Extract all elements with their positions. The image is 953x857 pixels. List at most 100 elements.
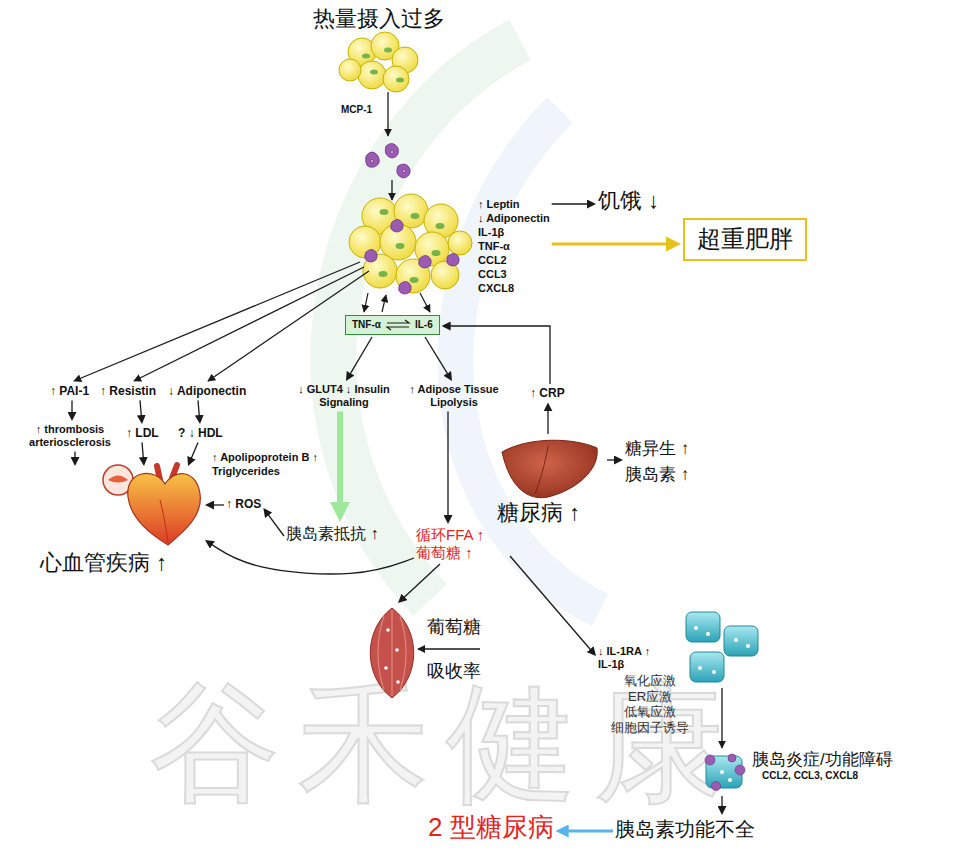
node-text: ↑ CRP: [530, 386, 565, 400]
macrophages: [371, 160, 374, 163]
uptake-arrow: [418, 648, 480, 649]
muscle-illustration: [370, 608, 414, 698]
node-text: 胰岛素抵抗 ↑: [286, 524, 378, 543]
macrophages-in-fat: [365, 219, 459, 294]
macrophages: [366, 143, 410, 178]
equilibrium-arrows: [384, 319, 412, 331]
factor-text: ↓ Adiponectin: [168, 384, 246, 398]
flow-arrow: [552, 243, 671, 246]
macrophages-in-fat: [391, 219, 403, 232]
flow-arrow: [210, 543, 414, 573]
islet-cells: [694, 626, 698, 630]
islet-arrow: [721, 688, 722, 748]
effect-text: ↓ IL-1RA ↑ IL-1β: [598, 645, 653, 671]
node-text: 饥饿 ↓: [598, 188, 659, 214]
inflamed-islet: [705, 754, 745, 791]
flow-arrow: [565, 830, 613, 833]
text-holder: 胰岛炎症/功能障碍CCL2, CCL3, CXCL8: [752, 750, 893, 782]
node-text: ↑ Resistin: [100, 384, 156, 398]
effect-text: 胰岛素抵抗 ↑: [286, 524, 378, 543]
node-text: 心血管疾病 ↑: [40, 550, 167, 576]
factor-text: ↑ Resistin: [100, 384, 156, 398]
flow-arrow: [552, 203, 590, 204]
signal-label: MCP-1: [341, 104, 372, 115]
inflamed-islet: [728, 778, 732, 782]
islet-cells: [724, 626, 758, 656]
text-holder: 心血管疾病 ↑: [40, 550, 167, 576]
heart-illustration: [108, 476, 128, 483]
flow-arrow: [71, 400, 72, 414]
effect-text: ↓ GLUT4 ↓ Insulin Signaling: [294, 383, 394, 409]
inflamed-islet: [735, 765, 745, 775]
flow-arrow: [190, 442, 198, 460]
effect-text: ↑ LDL: [126, 426, 159, 440]
islet-cells: [712, 670, 716, 674]
fat-to-cytokine-arrows: [420, 293, 430, 312]
flow-arrow: [403, 564, 440, 599]
fat-cells-small: [339, 59, 361, 81]
text-holder: 糖尿病 ↑: [497, 500, 580, 526]
muscle-illustration: [378, 610, 406, 696]
muscle-illustration: [396, 680, 400, 684]
flow-arrow: [211, 504, 224, 505]
flow-arrow: [74, 451, 75, 459]
node-text: CCL3: [478, 267, 550, 281]
liver-illustration: [502, 440, 597, 497]
node-text: ↑ Leptin: [478, 197, 550, 211]
node-text: 葡萄糖 吸收率: [427, 605, 487, 693]
flow-arrow: [425, 337, 449, 376]
flow-arrow: [448, 326, 550, 384]
node-text: ↓ GLUT4 ↓ Insulin Signaling: [294, 383, 394, 409]
stress-list: 氧化应激 ER应激 低氧应激 细胞因子诱导: [604, 673, 696, 735]
muscle-illustration: [386, 628, 390, 632]
fat-cells-large: [349, 194, 472, 293]
fat-cells-small: [358, 61, 386, 89]
liver-illustration: [502, 440, 597, 497]
islet-cells: [746, 644, 750, 648]
heart-illustration: [128, 473, 201, 545]
macrophages-in-fat: [419, 255, 431, 268]
node-text: IL-6: [415, 319, 433, 331]
fat-cells-small: [383, 66, 409, 92]
fat-cells-small: [384, 48, 392, 53]
islet-cells: [734, 638, 738, 642]
macrophages: [391, 151, 394, 154]
node-text: ↓ Adiponectin: [478, 211, 550, 225]
node-text: IL-1β: [478, 225, 550, 239]
fat-to-cytokine-arrows: [74, 262, 360, 381]
macrophages-in-fat: [399, 281, 411, 294]
node-text: 胰岛炎症/功能障碍: [752, 750, 893, 770]
flow-arrow: [510, 556, 592, 651]
node-text: 糖尿病 ↑: [497, 500, 580, 526]
node-text: TNF-α: [478, 239, 550, 253]
heart-illustration: [160, 500, 168, 542]
islet-cells: [686, 612, 720, 642]
inflamed-islet: [728, 754, 736, 762]
macrophages: [397, 164, 410, 178]
fat-to-cytokine-arrows: [134, 267, 364, 381]
node-text: ↓ IL-1RA ↑ IL-1β: [598, 645, 653, 671]
islet-cells: [690, 652, 724, 682]
fat-cells-large: [448, 231, 472, 255]
flow-arrow: [337, 411, 343, 508]
node-text: CCL2: [478, 253, 550, 267]
node-text: 糖异生 ↑ 胰岛素 ↑: [625, 436, 697, 488]
node-text: ↓ Adiponectin: [168, 384, 246, 398]
fat-cells-large: [396, 243, 405, 249]
node-text: CCL2, CCL3, CXCL8: [752, 770, 893, 782]
effect-text: 糖异生 ↑ 胰岛素 ↑: [625, 436, 697, 488]
macrophages-in-fat: [365, 249, 377, 262]
title-node: 热量摄入过多: [313, 6, 445, 32]
node-text: 热量摄入过多: [313, 6, 445, 32]
fat-cells-small: [362, 54, 370, 59]
fat-cells-large: [379, 271, 388, 277]
effect-text: ↑ ROS: [226, 497, 261, 511]
inflamed-islet: [720, 770, 724, 774]
muscle-illustration: [370, 608, 414, 698]
node-text: 胰岛素功能不全: [615, 817, 755, 841]
muscle-illustration: [384, 666, 388, 670]
node-text: 2 型糖尿病: [428, 812, 554, 843]
inflamed-islet: [705, 754, 745, 791]
text-holder: 葡萄糖 吸收率: [427, 605, 487, 693]
